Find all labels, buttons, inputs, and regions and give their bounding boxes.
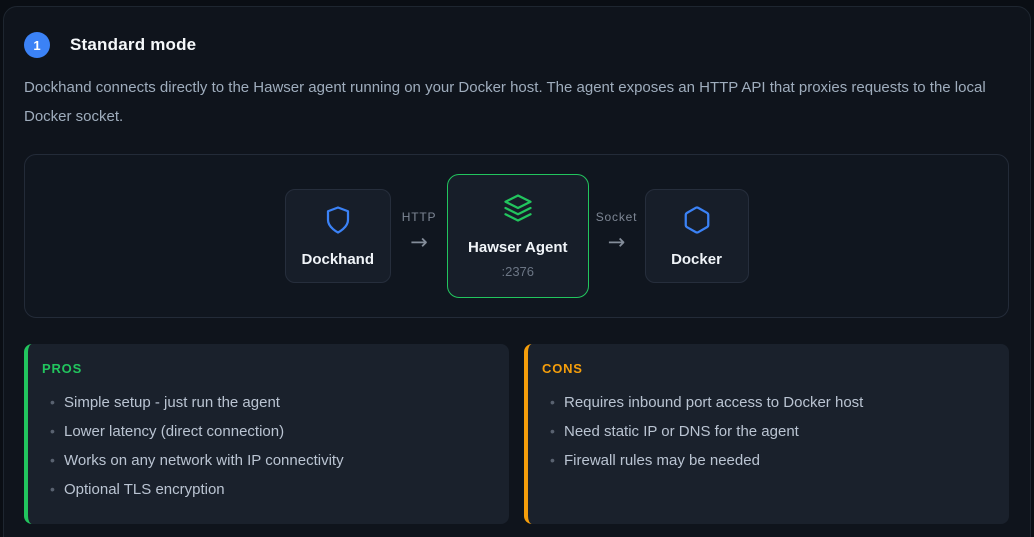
node-label-docker: Docker	[671, 251, 722, 268]
diagram-connector-http: HTTP →	[391, 210, 447, 253]
pros-list: Simple setup - just run the agent Lower …	[42, 392, 489, 500]
diagram-row: Dockhand HTTP → Hawser Agent :2376 S	[284, 174, 749, 298]
list-item: Firewall rules may be needed	[542, 450, 989, 471]
pros-panel: PROS Simple setup - just run the agent L…	[24, 344, 509, 524]
node-port-label: :2376	[501, 264, 535, 279]
hexagon-icon	[682, 205, 712, 240]
connector-label-socket: Socket	[595, 209, 638, 224]
cons-list: Requires inbound port access to Docker h…	[542, 392, 989, 471]
standard-mode-card: 1 Standard mode Dockhand connects direct…	[3, 6, 1031, 537]
list-item: Simple setup - just run the agent	[42, 392, 489, 413]
list-item: Lower latency (direct connection)	[42, 421, 489, 442]
list-item: Need static IP or DNS for the agent	[542, 421, 989, 442]
diagram-connector-socket: Socket →	[589, 210, 645, 253]
arrow-right-icon: →	[410, 229, 428, 254]
architecture-diagram: Dockhand HTTP → Hawser Agent :2376 S	[24, 154, 1009, 318]
pros-heading: PROS	[42, 361, 83, 376]
diagram-node-hawser-agent: Hawser Agent :2376	[447, 174, 589, 298]
section-title: Standard mode	[70, 35, 197, 54]
list-item: Works on any network with IP connectivit…	[42, 450, 489, 471]
shield-icon	[323, 205, 353, 240]
diagram-node-docker: Docker	[644, 189, 749, 283]
diagram-node-dockhand: Dockhand	[284, 189, 392, 283]
step-number-badge: 1	[24, 32, 50, 58]
arrow-right-icon: →	[607, 229, 626, 254]
node-label-hawser-agent: Hawser Agent	[468, 239, 568, 256]
list-item: Optional TLS encryption	[42, 479, 489, 500]
pros-cons-row: PROS Simple setup - just run the agent L…	[24, 344, 1009, 524]
list-item: Requires inbound port access to Docker h…	[542, 392, 989, 413]
cons-panel: CONS Requires inbound port access to Doc…	[524, 344, 1009, 524]
layers-icon	[503, 193, 533, 228]
connector-label-http: HTTP	[401, 209, 437, 224]
node-label-dockhand: Dockhand	[301, 251, 375, 268]
cons-heading: CONS	[542, 361, 583, 376]
section-header: 1 Standard mode	[24, 32, 1010, 58]
section-description: Dockhand connects directly to the Hawser…	[24, 79, 986, 125]
